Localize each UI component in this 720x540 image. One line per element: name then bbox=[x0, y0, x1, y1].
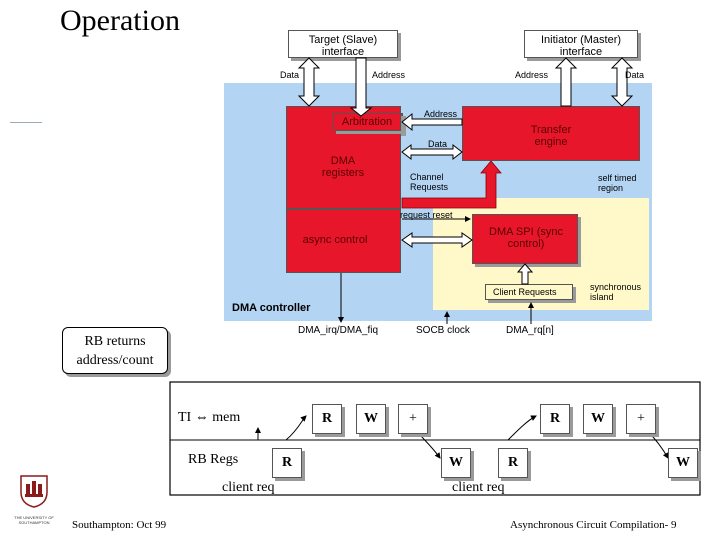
token-top-r2: R bbox=[540, 404, 570, 434]
token-label: R bbox=[507, 455, 519, 470]
rb-returns-note: RB returns address/count bbox=[62, 327, 168, 374]
rb-regs-label: RB Regs bbox=[188, 452, 239, 467]
client-req-label-2: client req bbox=[452, 480, 505, 495]
dma-spi-label: DMA SPI (sync control) bbox=[489, 226, 563, 250]
address-left-label: Address bbox=[372, 70, 406, 80]
internal-data-arrow bbox=[401, 143, 463, 161]
arbitration-overlay bbox=[333, 113, 401, 131]
client-requests-arrow bbox=[516, 263, 534, 285]
handshake-3 bbox=[507, 415, 537, 441]
async-sync-arrow bbox=[401, 232, 473, 248]
dma-irq-label: DMA_irq/DMA_fiq bbox=[298, 325, 379, 336]
client-requests-label: Client Requests bbox=[493, 287, 557, 297]
footer-right: Asynchronous Circuit Compilation- 9 bbox=[510, 519, 677, 531]
dma-registers-label: DMA registers bbox=[321, 155, 365, 179]
internal-data-label: Data bbox=[428, 139, 448, 149]
channel-requests-label: Channel Requests bbox=[410, 172, 449, 192]
token-top-r1: R bbox=[312, 404, 342, 434]
initiator-interface-label: Initiator (Master) interface bbox=[540, 34, 622, 58]
token-label: W bbox=[364, 411, 378, 426]
address-left-arrow bbox=[349, 57, 373, 117]
request-reset-label: request reset bbox=[400, 210, 453, 220]
transfer-engine-block bbox=[462, 106, 640, 161]
dma-controller-label: DMA controller bbox=[232, 302, 311, 314]
address-right-arrow bbox=[554, 57, 578, 107]
timing-frame bbox=[169, 381, 701, 496]
token-label: W bbox=[449, 455, 463, 470]
token-bottom-w2: W bbox=[668, 448, 698, 478]
note-line-2: address/count bbox=[76, 353, 154, 368]
token-bottom-w1: W bbox=[441, 448, 471, 478]
title-rule bbox=[10, 122, 42, 123]
data-right-arrow bbox=[610, 57, 634, 107]
token-label: W bbox=[591, 411, 605, 426]
address-right-label: Address bbox=[515, 70, 549, 80]
token-top-plus2: + bbox=[626, 404, 656, 434]
token-label: R bbox=[281, 455, 293, 470]
internal-address-arrow bbox=[401, 112, 463, 132]
target-interface-box: Target (Slave) interface bbox=[288, 30, 398, 58]
university-crest-icon bbox=[20, 475, 48, 508]
token-label: + bbox=[637, 411, 645, 426]
token-bottom-r1: R bbox=[272, 448, 302, 478]
university-logo-text: THE UNIVERSITY OF SOUTHAMPTON bbox=[14, 515, 54, 525]
token-bottom-r2: R bbox=[498, 448, 528, 478]
target-interface-label: Target (Slave) interface bbox=[308, 34, 378, 58]
socb-clock-label: SOCB clock bbox=[416, 325, 470, 336]
data-left-arrow bbox=[297, 57, 321, 107]
footer-left: Southampton: Oct 99 bbox=[72, 519, 167, 531]
async-control-block bbox=[286, 209, 401, 273]
token-label: W bbox=[676, 455, 690, 470]
slide-title: Operation bbox=[60, 4, 180, 37]
token-label: R bbox=[321, 411, 333, 426]
channel-requests-arrow bbox=[401, 160, 502, 209]
async-control-label: async control bbox=[302, 234, 368, 246]
note-line-1: RB returns bbox=[84, 334, 146, 349]
internal-address-label: Address bbox=[424, 109, 458, 119]
synchronous-island-label: synchronous island bbox=[590, 282, 642, 302]
handshake-1 bbox=[285, 415, 307, 441]
transfer-engine-label: Transfer engine bbox=[530, 124, 572, 148]
client-requests-box bbox=[485, 284, 573, 300]
data-left-label: Data bbox=[280, 70, 300, 80]
dma-spi-block bbox=[472, 214, 578, 264]
dma-rq-label: DMA_rq[n] bbox=[506, 325, 554, 336]
client-req-label-1: client req bbox=[222, 480, 275, 495]
token-label: R bbox=[549, 411, 561, 426]
token-label: + bbox=[409, 411, 417, 426]
token-top-plus1: + bbox=[398, 404, 428, 434]
data-right-label: Data bbox=[625, 70, 645, 80]
token-top-w2: W bbox=[583, 404, 613, 434]
token-top-w1: W bbox=[356, 404, 386, 434]
arbitration-label: Arbitration bbox=[341, 116, 393, 128]
initiator-interface-box: Initiator (Master) interface bbox=[524, 30, 638, 58]
ti-mem-label: TI ⇔ mem bbox=[178, 410, 241, 425]
self-timed-region-label: self timed region bbox=[598, 173, 637, 193]
